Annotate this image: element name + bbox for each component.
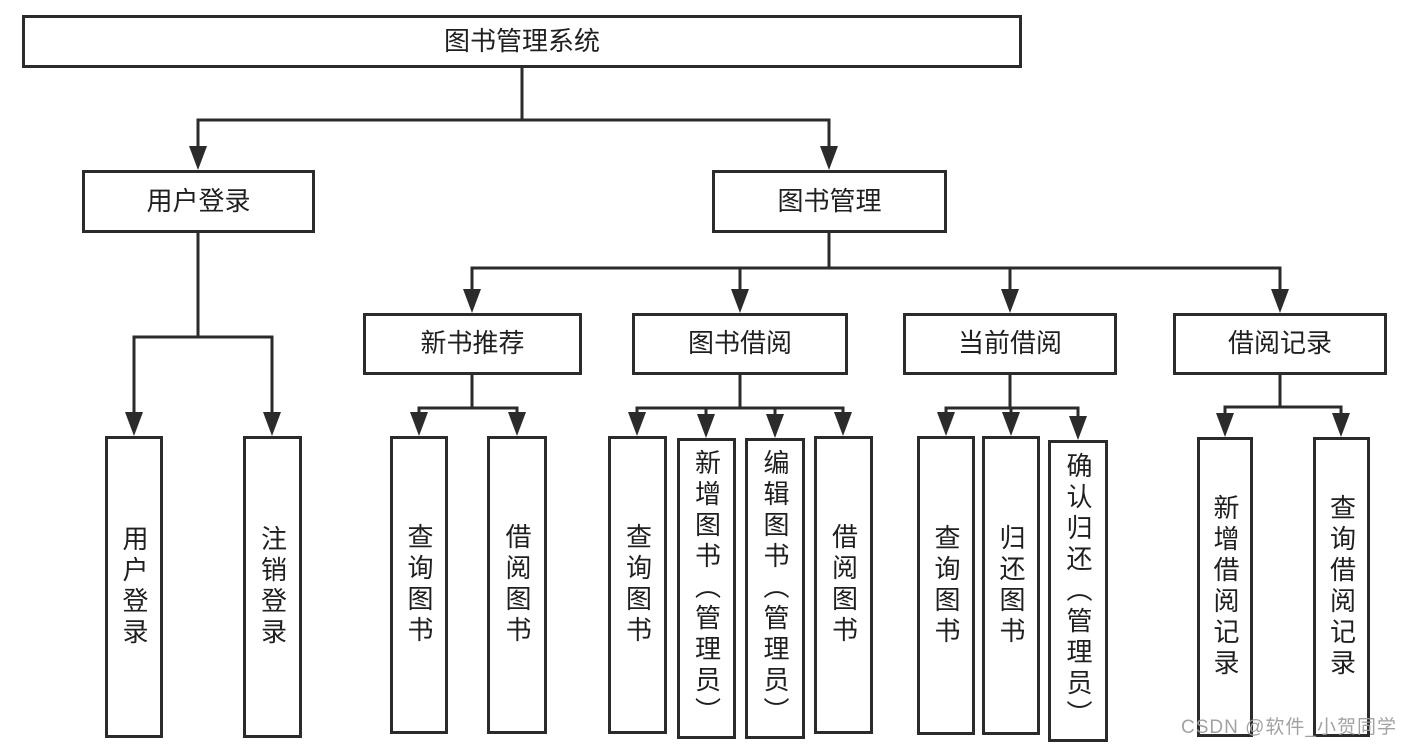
leaf-query-books: 查询图书 — [917, 436, 975, 735]
arrow-down-icon — [508, 412, 526, 436]
node-current-borrowing: 当前借阅 — [903, 313, 1117, 375]
arrow-down-icon — [1271, 289, 1289, 313]
arrow-down-icon — [125, 412, 143, 436]
root-split-line — [196, 66, 831, 152]
node-new-book-recommend: 新书推荐 — [363, 313, 582, 375]
arrow-down-icon — [937, 412, 955, 436]
arrow-down-icon — [410, 412, 428, 436]
leaf-confirm-return-admin: 确认归还（管理员） — [1048, 440, 1108, 742]
csdn-watermark: CSDN @软件_小贺同学 — [1181, 717, 1397, 738]
login-split-line — [132, 231, 274, 418]
leaf-edit-books-admin: 编辑图书（管理员） — [745, 438, 805, 739]
leaf-add-borrow-record: 新增借阅记录 — [1197, 437, 1253, 737]
arrow-down-icon — [1216, 413, 1234, 437]
arrow-down-icon — [820, 146, 838, 170]
node-book-borrowing: 图书借阅 — [632, 313, 848, 375]
leaf-query-books: 查询图书 — [390, 436, 448, 734]
leaf-query-borrow-record: 查询借阅记录 — [1313, 437, 1370, 737]
recommend-split-line — [417, 373, 519, 418]
mgmt-split-line — [470, 231, 1282, 295]
leaf-query-books: 查询图书 — [608, 436, 667, 734]
arrow-down-icon — [834, 412, 852, 436]
leaf-add-books-admin: 新增图书（管理员） — [677, 438, 736, 739]
arrow-down-icon — [1069, 416, 1087, 440]
leaf-borrow-books: 借阅图书 — [814, 436, 873, 734]
arrow-down-icon — [697, 414, 715, 438]
arrow-down-icon — [263, 412, 281, 436]
arrow-down-icon — [731, 289, 749, 313]
node-library-management-system: 图书管理系统 — [22, 15, 1022, 68]
borrow-split-line — [635, 373, 845, 420]
arrow-down-icon — [766, 414, 784, 438]
node-book-management-branch: 图书管理 — [712, 170, 947, 233]
arrow-down-icon — [1332, 413, 1350, 437]
arrow-down-icon — [628, 412, 646, 436]
arrow-down-icon — [1002, 412, 1020, 436]
arrow-down-icon — [189, 146, 207, 170]
arrow-down-icon — [463, 289, 481, 313]
leaf-logout: 注销登录 — [243, 436, 302, 738]
leaf-borrow-books: 借阅图书 — [487, 436, 547, 734]
node-user-login-branch: 用户登录 — [82, 170, 315, 233]
records-split-line — [1223, 373, 1343, 419]
leaf-return-books: 归还图书 — [982, 436, 1040, 735]
node-borrowing-records: 借阅记录 — [1173, 313, 1387, 375]
arrow-down-icon — [1001, 289, 1019, 313]
leaf-user-login: 用户登录 — [105, 436, 163, 738]
